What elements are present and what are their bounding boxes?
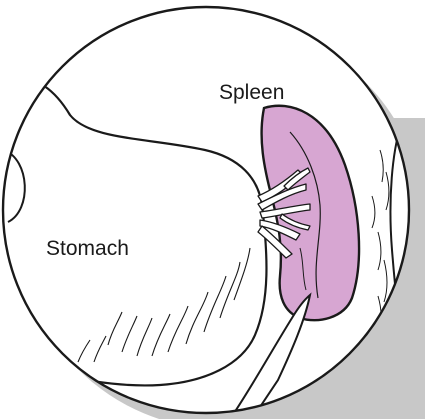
stomach-label: Stomach xyxy=(46,237,129,260)
spleen-label: Spleen xyxy=(219,81,284,104)
